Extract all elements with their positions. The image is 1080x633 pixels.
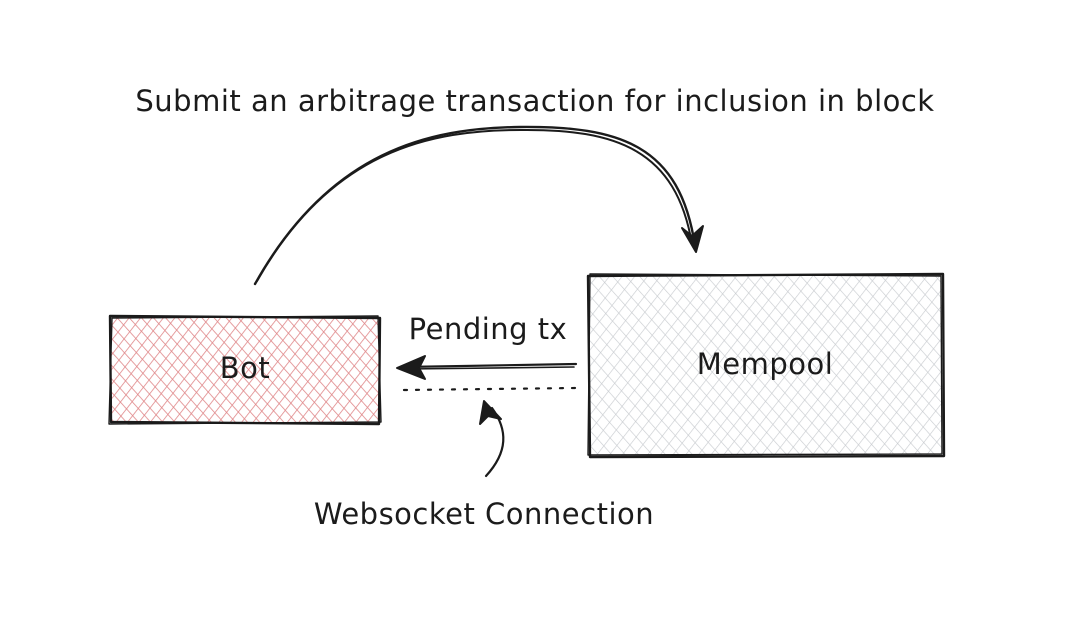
submit-arrow bbox=[253, 125, 704, 286]
bot-node: Bot bbox=[108, 314, 382, 426]
pending-tx-arrow bbox=[396, 355, 578, 380]
mempool-label: Mempool bbox=[697, 347, 834, 381]
submit-label: Submit an arbitrage transaction for incl… bbox=[135, 84, 934, 118]
submit-arrowhead bbox=[681, 225, 704, 253]
websocket-label: Websocket Connection bbox=[314, 497, 654, 531]
pending-tx-label: Pending tx bbox=[409, 312, 568, 346]
websocket-pointer-arrowhead bbox=[479, 400, 502, 425]
bot-label: Bot bbox=[220, 351, 271, 385]
websocket-connection-line bbox=[402, 386, 578, 392]
mempool-node: Mempool bbox=[586, 272, 946, 459]
websocket-pointer-arrow bbox=[479, 400, 505, 478]
pending-tx-arrowhead bbox=[396, 355, 426, 380]
